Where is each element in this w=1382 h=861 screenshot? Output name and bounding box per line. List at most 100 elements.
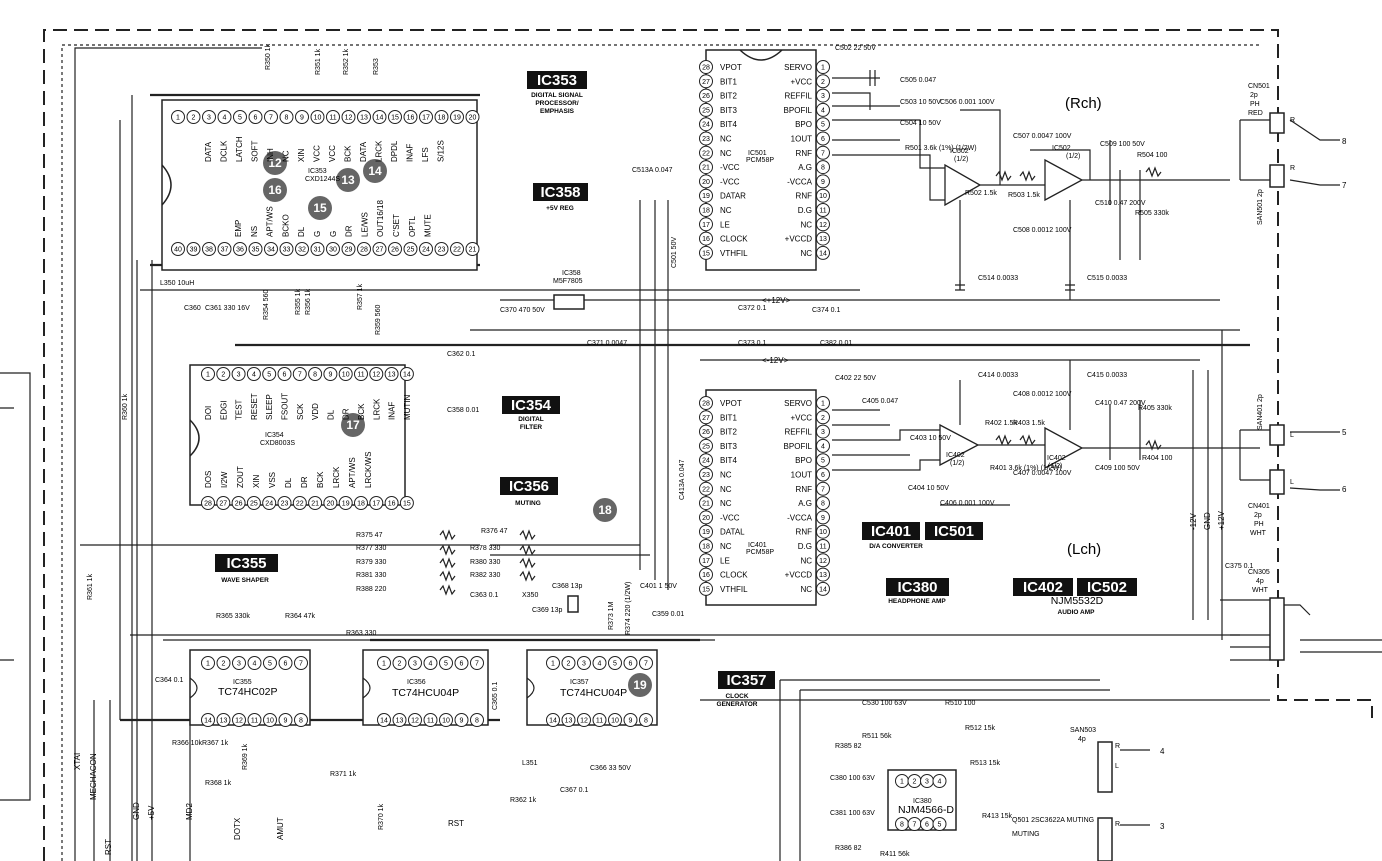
ic501-signal: NC (800, 249, 812, 258)
ic354-pin-label: 9 (328, 372, 332, 379)
ic357-tag-bg (718, 671, 775, 689)
ic401-signal: RNF (796, 485, 813, 494)
cn501-color: RED (1248, 110, 1263, 117)
label-c373: C373 0.1 (738, 340, 767, 347)
label-c364: C364 0.1 (155, 677, 184, 684)
ic354-pin-label: 5 (267, 372, 271, 379)
port-6: 6 (1342, 485, 1347, 494)
ic353-pin-4 (217, 110, 232, 124)
label-c362: C362 0.1 (447, 351, 476, 358)
ic353-pin-label: 11 (329, 115, 336, 122)
label-c515: C515 0.0033 (1087, 275, 1127, 282)
connectors (1097, 112, 1285, 861)
ic354-bottom-signal: ZOUT (236, 466, 245, 488)
label-r505: R505 330k (1135, 210, 1169, 217)
cn501-size: 2p (1250, 92, 1258, 99)
ic401-signal: +VCCD (785, 571, 813, 580)
ic401-signal: NC (720, 485, 732, 494)
ic353-bottom-signal: EMP (234, 220, 243, 237)
ic354-pin-9 (323, 367, 338, 381)
ic402-tag-bg (1013, 578, 1073, 596)
label-c360: C360 (184, 305, 201, 312)
ic354-pin-label: 22 (296, 501, 304, 508)
ic353-pin-label: 20 (469, 115, 477, 122)
ic353-pin-23 (434, 242, 449, 256)
ic353-pin-8 (279, 110, 294, 124)
label-r504: R504 100 (1137, 152, 1167, 159)
ic354-top-signal: MUTIN (403, 394, 412, 420)
ic353-pin-label: 27 (376, 247, 384, 254)
ic357-pin-13 (561, 713, 576, 727)
ic401-pin-label: 18 (702, 544, 710, 551)
ic353-pin-label: 8 (285, 115, 289, 122)
ic501-pin-18 (699, 203, 713, 217)
label-r354: R354 560 (263, 290, 270, 320)
ic354-pin-label: 4 (252, 372, 256, 379)
ic355-pin-label: 11 (251, 718, 258, 725)
ic353-desc: DIGITAL SIGNAL (531, 92, 583, 99)
ic357-pin-3 (577, 656, 591, 670)
net-mechacon: MECHACON (89, 753, 98, 800)
ic380-desc: HEADPHONE AMP (888, 598, 946, 605)
ic353-bottom-signal: BCKO (281, 214, 290, 237)
ic401-chip (705, 389, 817, 606)
label-r355: R355 1k (295, 288, 302, 315)
ic353-bottom-signal: DR (345, 225, 354, 237)
opamp-ic402b-sub: (1/2) (1048, 463, 1062, 470)
net-muting: MUTING (1012, 831, 1040, 838)
ic354-part: CXD8003S (260, 440, 295, 447)
ic354-top-signal: VDD (311, 403, 320, 420)
ic356-pin-8 (470, 713, 484, 727)
ic353-pin-17 (419, 110, 433, 124)
ic353-chip (161, 99, 478, 271)
ic353-pin-label: 36 (236, 247, 244, 254)
ic401-pin-label: 20 (702, 515, 710, 522)
cn501-type: PH (1250, 101, 1260, 108)
ic353-desc: PROCESSOR/ (535, 100, 579, 107)
ic354-pin-label: 18 (357, 501, 365, 508)
port-3: 3 (1160, 822, 1165, 831)
label-c369: C369 13p (532, 607, 562, 614)
ic501-signal: BIT4 (720, 120, 737, 129)
ic354-pin-label: 3 (237, 372, 241, 379)
ic355-pin-4 (247, 656, 262, 670)
ic353-top-signal: INAF (406, 144, 415, 162)
ic353-pin-label: 15 (391, 115, 399, 122)
ic501-pin-27 (699, 74, 713, 89)
channel-rch-label: (Rch) (1065, 95, 1102, 112)
ic353-pin-31 (310, 242, 325, 256)
ic502-tag: IC502 (1087, 579, 1127, 596)
ic501-pin-label: 17 (702, 222, 710, 229)
ic353-pin-9 (295, 110, 309, 124)
callout-17 (341, 413, 365, 437)
ic501-pin-13 (816, 231, 830, 246)
opamp-ic502a-sub: (1/2) (954, 156, 968, 163)
ic502-tag-bg (1077, 578, 1137, 596)
label-r405: R405 330k (1138, 405, 1172, 412)
ic501-signal: -VCC (720, 163, 740, 172)
ic354-top-signal: BCK (357, 403, 366, 420)
ic357-pin-8 (639, 713, 653, 727)
label-c530: C530 100 63V (862, 700, 907, 707)
callout-18 (593, 498, 617, 522)
passive-symbols (439, 70, 1162, 613)
label-c404: C404 10 50V (908, 485, 949, 492)
cn305-name: CN305 (1248, 569, 1270, 576)
ic353-bottom-signal: C'SET (392, 214, 401, 237)
ic501-signal: NC (720, 206, 732, 215)
ic355-pin-label: 1 (206, 661, 210, 668)
ic501-pin-label: 7 (821, 150, 825, 157)
ic353-pin-label: 31 (314, 247, 322, 254)
label-l351: L351 (522, 760, 538, 767)
ic401-signal: BPOFIL (784, 442, 813, 451)
ic401-part: PCM58P (746, 549, 774, 556)
ic501-pin-label: 28 (702, 65, 710, 72)
ic354-pin-28 (201, 496, 215, 510)
ic501-pin-21 (699, 160, 713, 175)
ic357-part: TC74HCU04P (560, 687, 627, 699)
label-r375: R375 47 (356, 532, 383, 539)
ic501-signal: NC (720, 135, 732, 144)
ic354-pin-5 (262, 367, 277, 381)
output-port-arrows (1120, 119, 1382, 826)
